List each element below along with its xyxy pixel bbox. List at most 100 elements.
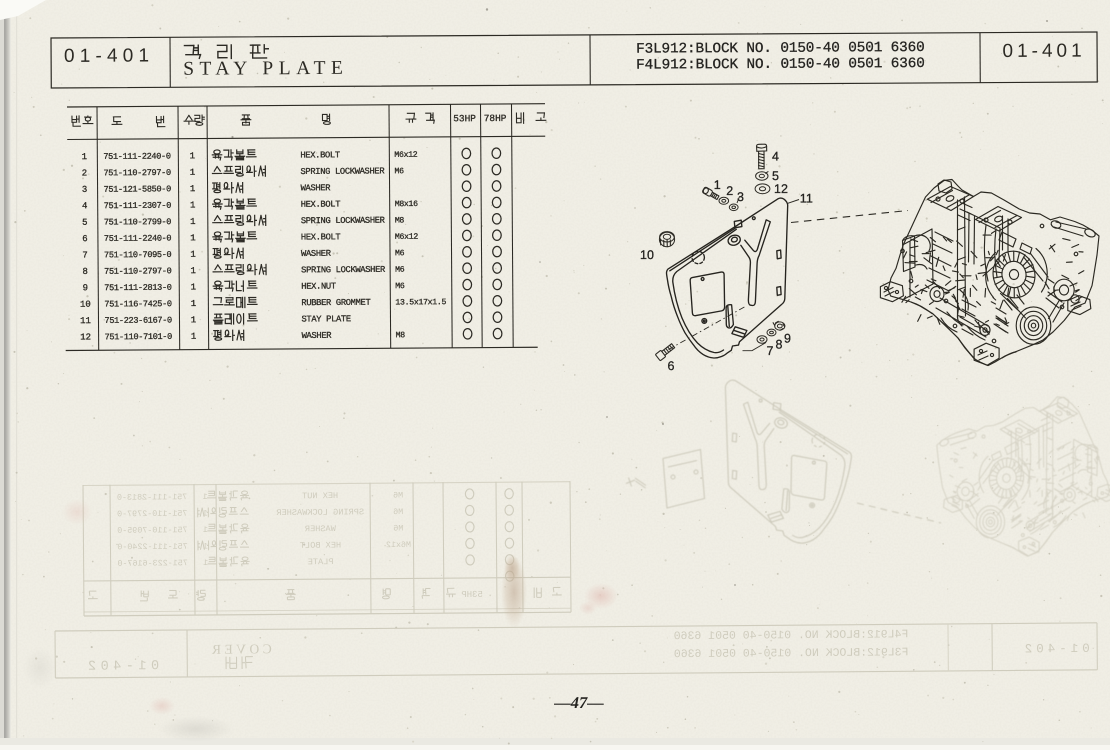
svg-text:751-116-7425-0: 751-116-7425-0 [104, 299, 172, 309]
svg-text:M8x16: M8x16 [395, 200, 419, 209]
svg-text:751-110-7095-0: 751-110-7095-0 [104, 250, 172, 260]
svg-text:SPRING LOCKWASHER: SPRING LOCKWASHER [300, 166, 385, 177]
svg-text:751-111-2240-0: 751-111-2240-0 [104, 233, 172, 243]
svg-text:RUBBER GROMMET: RUBBER GROMMET [301, 298, 370, 308]
svg-text:5: 5 [82, 218, 87, 228]
svg-text:M8: M8 [395, 216, 405, 225]
svg-text:751-110-2797-0: 751-110-2797-0 [103, 168, 171, 178]
svg-text:M6: M6 [393, 490, 403, 500]
svg-text:HEX BOLT: HEX BOLT [300, 540, 341, 550]
svg-text:9: 9 [83, 283, 88, 293]
svg-text:M8: M8 [396, 331, 406, 340]
svg-text:13.5x17x1.5: 13.5x17x1.5 [395, 298, 446, 307]
svg-text:1: 1 [714, 178, 721, 192]
svg-text:1: 1 [191, 283, 196, 293]
svg-text:STAY PLATE: STAY PLATE [301, 314, 350, 324]
svg-text:53HP: 53HP [461, 590, 483, 600]
svg-text:WASHER: WASHER [305, 524, 336, 534]
svg-text:F3L912:BLOCK NO. 0150-40 0501: F3L912:BLOCK NO. 0150-40 0501 6360 [636, 40, 925, 58]
svg-text:F3L912:BLOCK NO. 0150-40 0501: F3L912:BLOCK NO. 0150-40 0501 6360 [674, 646, 909, 661]
svg-text:751-110-7095-0: 751-110-7095-0 [117, 525, 187, 536]
svg-text:3: 3 [737, 190, 744, 204]
svg-text:751-111-2813-0: 751-111-2813-0 [117, 492, 187, 503]
svg-text:1: 1 [190, 217, 195, 227]
svg-text:COVER: COVER [208, 641, 271, 656]
svg-text:6: 6 [668, 359, 675, 373]
svg-text:SPRING LOCKWASHER: SPRING LOCKWASHER [301, 216, 386, 227]
svg-text:1: 1 [191, 332, 196, 342]
svg-text:STAY PLATE: STAY PLATE [183, 58, 348, 80]
svg-text:1: 1 [203, 525, 208, 535]
svg-text:751-223-6167-0: 751-223-6167-0 [104, 315, 172, 325]
svg-text:751-111-2240-0: 751-111-2240-0 [117, 542, 187, 553]
svg-text:8: 8 [82, 267, 87, 277]
svg-text:751-111-2240-0: 751-111-2240-0 [103, 151, 171, 161]
svg-text:12: 12 [80, 332, 91, 342]
svg-text:1: 1 [190, 184, 195, 194]
svg-text:1: 1 [190, 266, 195, 276]
svg-text:F4L912:BLOCK NO. 0150-40 0501: F4L912:BLOCK NO. 0150-40 0501 6360 [636, 56, 925, 74]
svg-text:01-402: 01-402 [83, 659, 159, 675]
svg-text:HEX.BOLT: HEX.BOLT [300, 150, 340, 160]
svg-text:01-401: 01-401 [64, 45, 154, 67]
svg-text:1: 1 [82, 152, 87, 162]
svg-text:3: 3 [82, 185, 87, 195]
svg-text:HEX NUT: HEX NUT [302, 491, 338, 501]
svg-text:F4L912:BLOCK NO. 0150-40 0501: F4L912:BLOCK NO. 0150-40 0501 6360 [674, 628, 909, 643]
svg-text:9: 9 [784, 332, 791, 346]
svg-text:10: 10 [80, 300, 91, 310]
svg-text:SPRING LOCKWASHER: SPRING LOCKWASHER [276, 507, 364, 518]
svg-text:M6: M6 [395, 266, 405, 275]
svg-text:751-111-2813-0: 751-111-2813-0 [104, 283, 172, 293]
svg-text:4: 4 [82, 201, 87, 211]
svg-text:WASHER: WASHER [301, 183, 332, 193]
svg-text:751-121-5850-0: 751-121-5850-0 [104, 184, 172, 194]
svg-text:WASHER: WASHER [301, 249, 332, 259]
svg-text:2: 2 [82, 168, 87, 178]
svg-text:PLATE: PLATE [308, 557, 334, 567]
svg-text:751-223-6167-0: 751-223-6167-0 [117, 558, 187, 569]
svg-text:HEX.NUT: HEX.NUT [301, 282, 336, 292]
svg-text:1: 1 [190, 151, 195, 161]
svg-text:7: 7 [82, 250, 87, 260]
svg-text:1: 1 [190, 168, 195, 178]
svg-text:HEX.BOLT: HEX.BOLT [301, 232, 341, 242]
svg-text:751-110-2799-0: 751-110-2799-0 [104, 217, 172, 227]
svg-text:SPRING LOCKWASHER: SPRING LOCKWASHER [301, 265, 386, 276]
svg-text:M6: M6 [394, 167, 404, 176]
svg-text:1: 1 [190, 250, 195, 260]
svg-text:751-110-2797-0: 751-110-2797-0 [117, 509, 187, 520]
svg-text:1: 1 [190, 201, 195, 211]
svg-text:M6x12: M6x12 [386, 540, 411, 550]
svg-text:751-110-7101-0: 751-110-7101-0 [105, 332, 173, 342]
svg-text:M6: M6 [395, 282, 405, 291]
svg-text:10: 10 [640, 248, 654, 262]
svg-text:1: 1 [190, 233, 195, 243]
svg-text:7: 7 [767, 344, 774, 358]
svg-text:53HP: 53HP [453, 113, 476, 124]
svg-text:1: 1 [191, 315, 196, 325]
svg-text:01-401: 01-401 [1002, 41, 1085, 62]
svg-text:2: 2 [726, 184, 733, 198]
svg-text:1: 1 [191, 299, 196, 309]
svg-text:4: 4 [772, 149, 779, 163]
svg-text:1: 1 [203, 492, 208, 502]
svg-text:M6x12: M6x12 [394, 151, 418, 160]
svg-text:HEX.BOLT: HEX.BOLT [301, 199, 341, 209]
svg-text:8: 8 [776, 338, 783, 352]
svg-text:11: 11 [80, 316, 91, 326]
svg-text:—47—: —47— [553, 693, 604, 712]
svg-text:01-402: 01-402 [1021, 642, 1090, 657]
svg-text:6: 6 [82, 234, 87, 244]
svg-text:751-111-2307-0: 751-111-2307-0 [104, 201, 172, 211]
svg-text:M6x12: M6x12 [395, 233, 419, 242]
svg-text:78HP: 78HP [484, 113, 507, 124]
svg-text:1: 1 [203, 558, 208, 568]
svg-text:12: 12 [774, 182, 788, 196]
svg-text:M6: M6 [393, 507, 403, 517]
svg-text:M6: M6 [393, 523, 403, 533]
svg-text:751-110-2797-0: 751-110-2797-0 [104, 266, 172, 276]
svg-text:11: 11 [800, 192, 813, 206]
svg-text:M6: M6 [395, 249, 405, 258]
svg-text:WASHER: WASHER [302, 331, 333, 341]
